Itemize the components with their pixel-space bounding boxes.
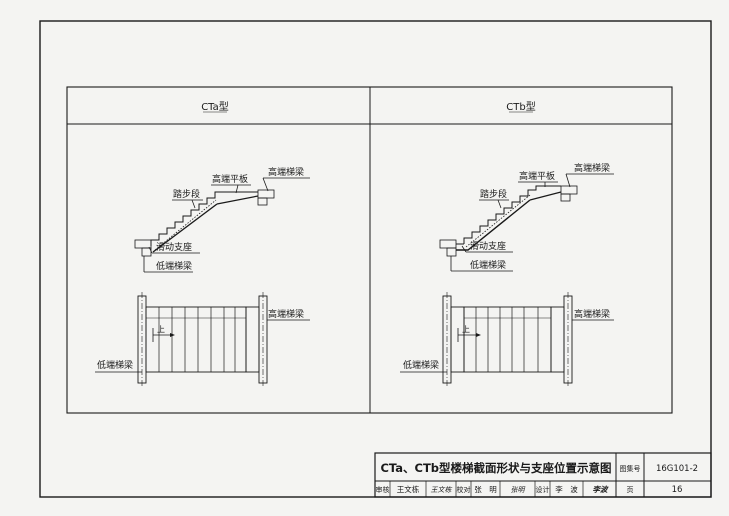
cta-up-marker: 上 xyxy=(157,325,165,334)
checker-name: 张 明 xyxy=(474,485,497,494)
ctb-stair-profile xyxy=(463,185,561,244)
reviewer-signature: 王文栋 xyxy=(431,486,453,494)
cta-plan-label-low-beam: 低端梯梁 xyxy=(97,359,133,371)
ctb-label-low-beam: 低端梯梁 xyxy=(470,259,506,271)
cta-stair-profile xyxy=(150,191,225,246)
check-label: 校对 xyxy=(457,485,471,494)
cta-label-low-beam: 低端梯梁 xyxy=(156,260,192,272)
figure-table: CTa型 CTb型 xyxy=(66,86,673,414)
cta-label-high-beam: 高端梯梁 xyxy=(268,166,304,178)
cta-label-high-platform: 高端平板 xyxy=(212,173,248,185)
page-number: 16 xyxy=(672,485,683,495)
cta-high-beam-shape xyxy=(257,189,275,206)
designer-signature: 李波 xyxy=(593,485,609,494)
ctb-low-beam-shape xyxy=(439,239,457,257)
atlas-number: 16G101-2 xyxy=(656,464,698,474)
title-block: CTa、CTb型楼梯截面形状与支座位置示意图 图集号 16G101-2 审核 王… xyxy=(374,452,712,498)
panel-title-ctb: CTb型 xyxy=(506,100,535,113)
cta-low-beam-shape xyxy=(134,239,152,257)
design-label: 设计 xyxy=(536,485,550,494)
ctb-label-high-beam: 高端梯梁 xyxy=(574,162,610,174)
outer-frame xyxy=(39,20,712,498)
reviewer-name: 王文栋 xyxy=(397,484,420,494)
ctb-label-sliding-support: 滑动支座 xyxy=(470,240,506,252)
cta-label-sliding-support: 滑动支座 xyxy=(156,241,192,253)
cta-label-step-section: 踏步段 xyxy=(173,188,200,200)
ctb-label-high-platform: 高端平板 xyxy=(519,170,555,182)
panel-title-cta: CTa型 xyxy=(201,100,229,113)
ctb-label-step-section: 踏步段 xyxy=(480,188,507,200)
cta-plan: 上 高端梯梁 低端梯梁 xyxy=(95,292,310,387)
ctb-plan-label-high-beam: 高端梯梁 xyxy=(574,308,610,320)
atlas-number-label: 图集号 xyxy=(620,464,641,473)
ctb-plan: 上 高端梯梁 低端梯梁 xyxy=(400,292,614,387)
ctb-section: 高端梯梁 高端平板 踏步段 滑动支座 低端梯梁 xyxy=(439,162,614,272)
cta-section: 高端梯梁 高端平板 踏步段 滑动支座 低端梯梁 xyxy=(134,166,310,273)
drawing-title: CTa、CTb型楼梯截面形状与支座位置示意图 xyxy=(380,461,611,475)
review-label: 审核 xyxy=(376,485,390,494)
ctb-up-marker: 上 xyxy=(462,325,470,334)
ctb-high-beam-shape xyxy=(560,185,578,202)
ctb-plan-label-low-beam: 低端梯梁 xyxy=(403,359,439,371)
designer-name: 李 波 xyxy=(555,484,578,494)
cta-stair-soffit xyxy=(152,203,218,253)
checker-signature: 张明 xyxy=(511,486,526,494)
cta-plan-label-high-beam: 高端梯梁 xyxy=(268,308,304,320)
ctb-stair-soffit xyxy=(456,199,531,251)
page-label: 页 xyxy=(627,486,634,494)
